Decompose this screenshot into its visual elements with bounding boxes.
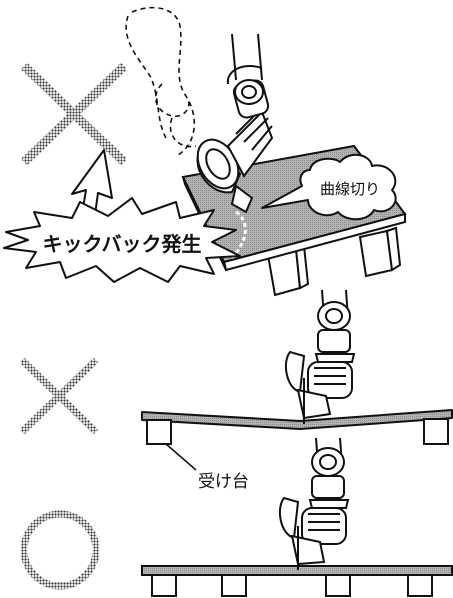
- curve-cut-callout: [261, 153, 397, 221]
- kickback-burst: [3, 197, 241, 283]
- kickback-ghost-saw: [125, 6, 197, 157]
- curve-cut-label: 曲線切り: [320, 180, 380, 198]
- middle-support-blocks: [146, 418, 449, 445]
- support-leader-line: [165, 443, 197, 471]
- middle-sagging-board: [141, 409, 453, 430]
- bottom-saw: [278, 437, 350, 570]
- kickback-label: キックバック発生: [43, 232, 202, 256]
- middle-saw: [284, 289, 356, 424]
- middle-wrong-cross-icon: [19, 357, 99, 435]
- top-wrong-cross-icon: [20, 62, 128, 166]
- curve-cut-line: [230, 210, 247, 259]
- bottom-correct-circle-icon: [20, 510, 100, 590]
- bottom-support-blocks: [151, 574, 433, 597]
- top-saw: [196, 33, 274, 214]
- top-support-blocks: [266, 226, 402, 297]
- support-label: 受け台: [198, 472, 249, 492]
